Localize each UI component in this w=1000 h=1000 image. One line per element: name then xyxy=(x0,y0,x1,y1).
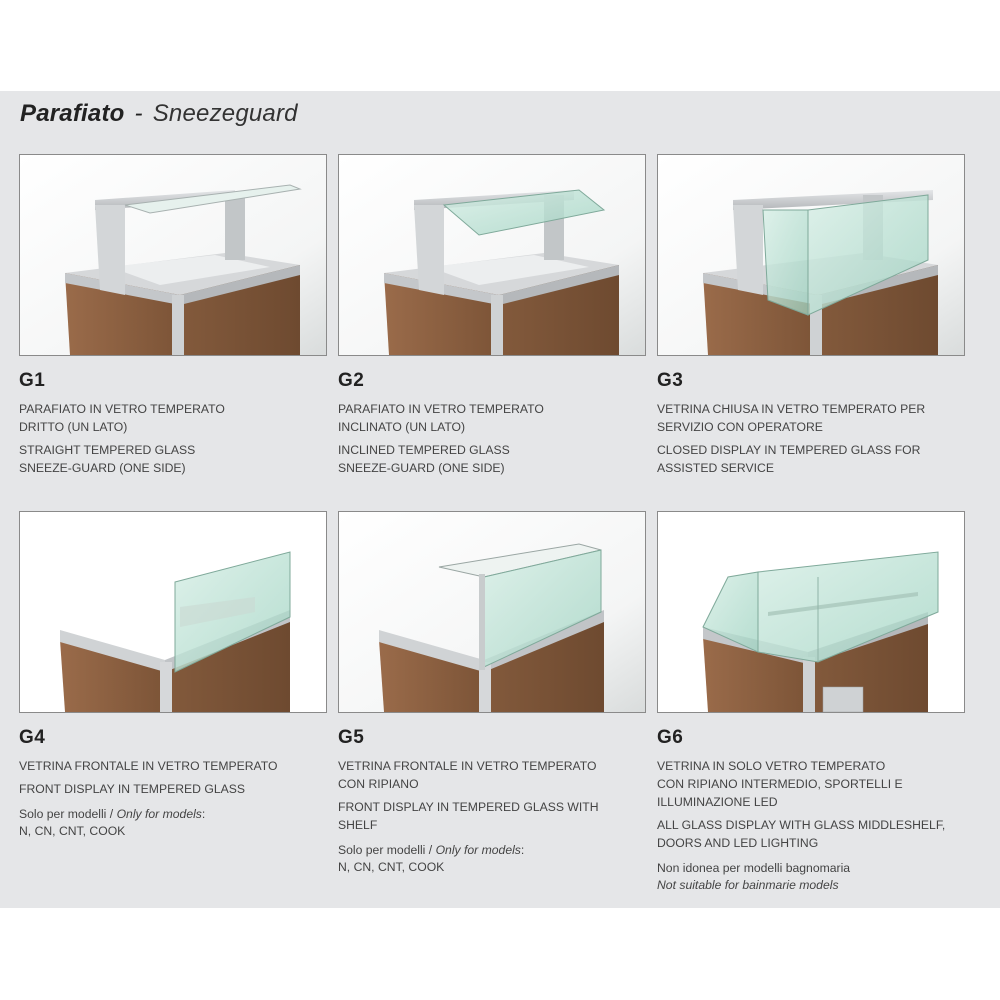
desc-it-line: CON RIPIANO INTERMEDIO, SPORTELLI E xyxy=(657,777,903,791)
option-description: VETRINA IN SOLO VETRO TEMPERATO CON RIPIA… xyxy=(657,757,945,894)
option-code: G2 xyxy=(338,370,365,391)
suitability-note: Non idonea per modelli bagnomaria Not su… xyxy=(657,861,851,892)
option-description: PARAFIATO IN VETRO TEMPERATO DRITTO (UN L… xyxy=(19,400,225,482)
option-code: G1 xyxy=(19,370,46,391)
option-code: G4 xyxy=(19,727,46,748)
desc-it-line: INCLINATO (UN LATO) xyxy=(338,420,466,434)
product-image-g3 xyxy=(657,154,965,356)
desc-en-line: FRONT DISPLAY IN TEMPERED GLASS WITH xyxy=(338,800,599,814)
option-description: VETRINA CHIUSA IN VETRO TEMPERATO PER SER… xyxy=(657,400,925,482)
desc-it-line: ILLUMINAZIONE LED xyxy=(657,795,778,809)
desc-en-line: SNEEZE-GUARD (ONE SIDE) xyxy=(338,461,505,475)
model-note: Solo per modelli / Only for models: N, C… xyxy=(338,842,599,876)
desc-it-line: CON RIPIANO xyxy=(338,777,419,791)
title-italian: Parafiato xyxy=(20,100,125,127)
desc-en-line: ALL GLASS DISPLAY WITH GLASS MIDDLESHELF… xyxy=(657,818,946,832)
product-image-g4 xyxy=(19,511,327,713)
desc-en-line: SNEEZE-GUARD (ONE SIDE) xyxy=(19,461,186,475)
desc-it-line: VETRINA IN SOLO VETRO TEMPERATO xyxy=(657,759,886,773)
desc-it-line: PARAFIATO IN VETRO TEMPERATO xyxy=(19,402,225,416)
title-english: Sneezeguard xyxy=(152,100,298,127)
product-image-g5 xyxy=(338,511,646,713)
option-code: G3 xyxy=(657,370,684,391)
desc-en-line: FRONT DISPLAY IN TEMPERED GLASS xyxy=(19,782,245,796)
desc-en-line: CLOSED DISPLAY IN TEMPERED GLASS FOR xyxy=(657,443,921,457)
desc-it-line: VETRINA FRONTALE IN VETRO TEMPERATO xyxy=(338,759,597,773)
product-image-g1 xyxy=(19,154,327,356)
option-code: G5 xyxy=(338,727,365,748)
desc-it-line: VETRINA FRONTALE IN VETRO TEMPERATO xyxy=(19,759,278,773)
title-separator: - xyxy=(134,100,143,127)
page-title: Parafiato-Sneezeguard xyxy=(20,100,298,128)
model-list: N, CN, CNT, COOK xyxy=(338,860,445,874)
option-code: G6 xyxy=(657,727,684,748)
product-image-g2 xyxy=(338,154,646,356)
desc-it-line: DRITTO (UN LATO) xyxy=(19,420,128,434)
desc-en-line: INCLINED TEMPERED GLASS xyxy=(338,443,510,457)
model-list: N, CN, CNT, COOK xyxy=(19,824,126,838)
option-description: VETRINA FRONTALE IN VETRO TEMPERATO CON R… xyxy=(338,757,599,876)
desc-en-line: ASSISTED SERVICE xyxy=(657,461,774,475)
desc-it-line: PARAFIATO IN VETRO TEMPERATO xyxy=(338,402,544,416)
desc-en-line: STRAIGHT TEMPERED GLASS xyxy=(19,443,196,457)
option-description: VETRINA FRONTALE IN VETRO TEMPERATO FRON… xyxy=(19,757,277,840)
desc-it-line: SERVIZIO CON OPERATORE xyxy=(657,420,823,434)
desc-en-line: SHELF xyxy=(338,818,378,832)
product-image-g6 xyxy=(657,511,965,713)
desc-it-line: VETRINA CHIUSA IN VETRO TEMPERATO PER xyxy=(657,402,926,416)
model-note: Solo per modelli / Only for models: N, C… xyxy=(19,806,277,840)
option-description: PARAFIATO IN VETRO TEMPERATO INCLINATO (U… xyxy=(338,400,544,482)
desc-en-line: DOORS AND LED LIGHTING xyxy=(657,836,819,850)
